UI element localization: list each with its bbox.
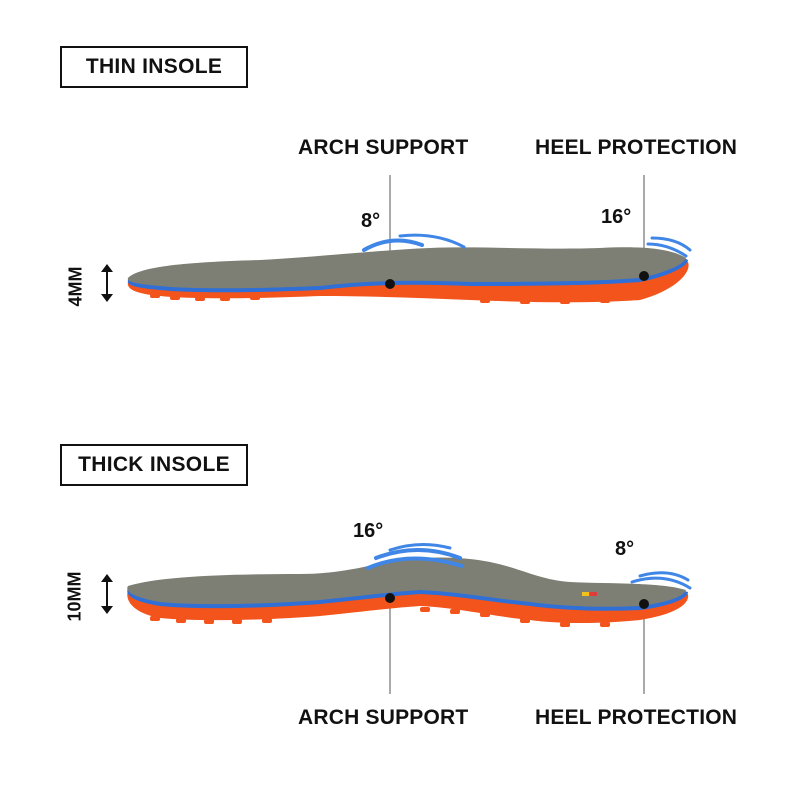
thick-arch-angle-arcs — [366, 543, 464, 570]
heel-protection-label: HEEL PROTECTION — [535, 136, 738, 159]
thin-insole-illustration — [101, 175, 692, 304]
heel-point-dot — [639, 599, 649, 609]
thin-insole-title: THIN INSOLE — [60, 46, 248, 88]
arch-point-dot — [385, 279, 395, 289]
arch-support-label: ARCH SUPPORT — [298, 136, 469, 159]
thick-heel-angle-arcs — [630, 571, 692, 590]
thickness-label: 4MM — [65, 266, 86, 307]
heel-logo-mark — [582, 592, 597, 596]
heel-point-dot — [639, 271, 649, 281]
thick-sole-tread — [150, 607, 610, 627]
arch-angle-value: 16° — [353, 520, 384, 542]
thick-insole-panel: THICK INSOLE 16° 8° ARCH SUPPORT HEEL PR… — [0, 400, 800, 800]
thick-insole-top-layer — [127, 557, 686, 607]
arch-support-label: ARCH SUPPORT — [298, 706, 469, 729]
arch-angle-value: 8° — [361, 210, 381, 232]
thin-arch-angle-arcs — [362, 233, 466, 252]
heel-protection-label: HEEL PROTECTION — [535, 706, 738, 729]
thickness-label: 10MM — [64, 571, 85, 622]
thick-insole-title: THICK INSOLE — [60, 444, 248, 486]
heel-angle-value: 8° — [615, 538, 635, 560]
thickness-arrow — [101, 264, 113, 302]
thickness-arrow — [101, 574, 113, 614]
thin-insole-panel: THIN INSOLE ARCH SUPPORT HEEL PROTECTION… — [60, 46, 738, 307]
heel-angle-value: 16° — [601, 206, 632, 228]
thin-insole-top-layer — [127, 247, 686, 289]
thin-heel-angle-arcs — [646, 236, 692, 258]
thin-sole-tread — [150, 294, 610, 304]
thick-insole-illustration — [101, 543, 692, 694]
arch-point-dot — [385, 593, 395, 603]
